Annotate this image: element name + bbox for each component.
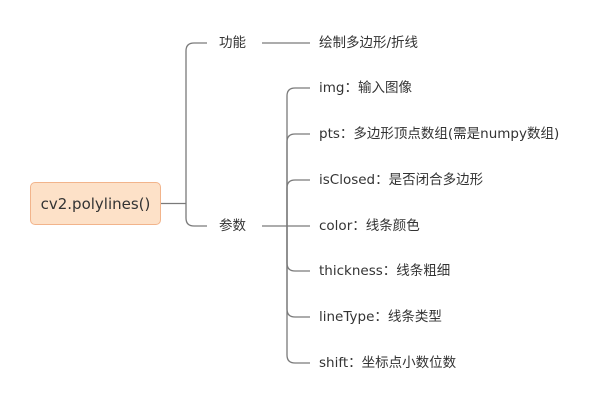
- param-item-color[interactable]: color：线条颜色: [319, 218, 420, 234]
- param-item-shift[interactable]: shift：坐标点小数位数: [319, 355, 457, 371]
- branch-label-function[interactable]: 功能: [219, 35, 246, 51]
- connector-branch-params: [185, 203, 207, 227]
- branch-label-params[interactable]: 参数: [219, 218, 246, 234]
- connector-param-shift: [286, 226, 310, 364]
- param-item-thickness[interactable]: thickness：线条粗细: [319, 263, 451, 279]
- param-item-pts[interactable]: pts：多边形顶点数组(需是numpy数组): [319, 126, 560, 142]
- param-item-linetype[interactable]: lineType：线条类型: [319, 309, 442, 325]
- connector-param-thickness: [286, 226, 310, 272]
- connector-param-pts: [286, 133, 310, 226]
- param-item-isclosed[interactable]: isClosed：是否闭合多边形: [319, 172, 484, 188]
- function-item[interactable]: 绘制多边形/折线: [319, 35, 419, 51]
- connector-branch-function: [185, 42, 207, 204]
- root-node-label: cv2.polylines(): [40, 194, 151, 213]
- connector-param-isclosed: [286, 179, 310, 226]
- param-item-img[interactable]: img：输入图像: [319, 80, 412, 96]
- connector-param-img: [286, 87, 310, 226]
- root-node[interactable]: cv2.polylines(): [30, 182, 161, 225]
